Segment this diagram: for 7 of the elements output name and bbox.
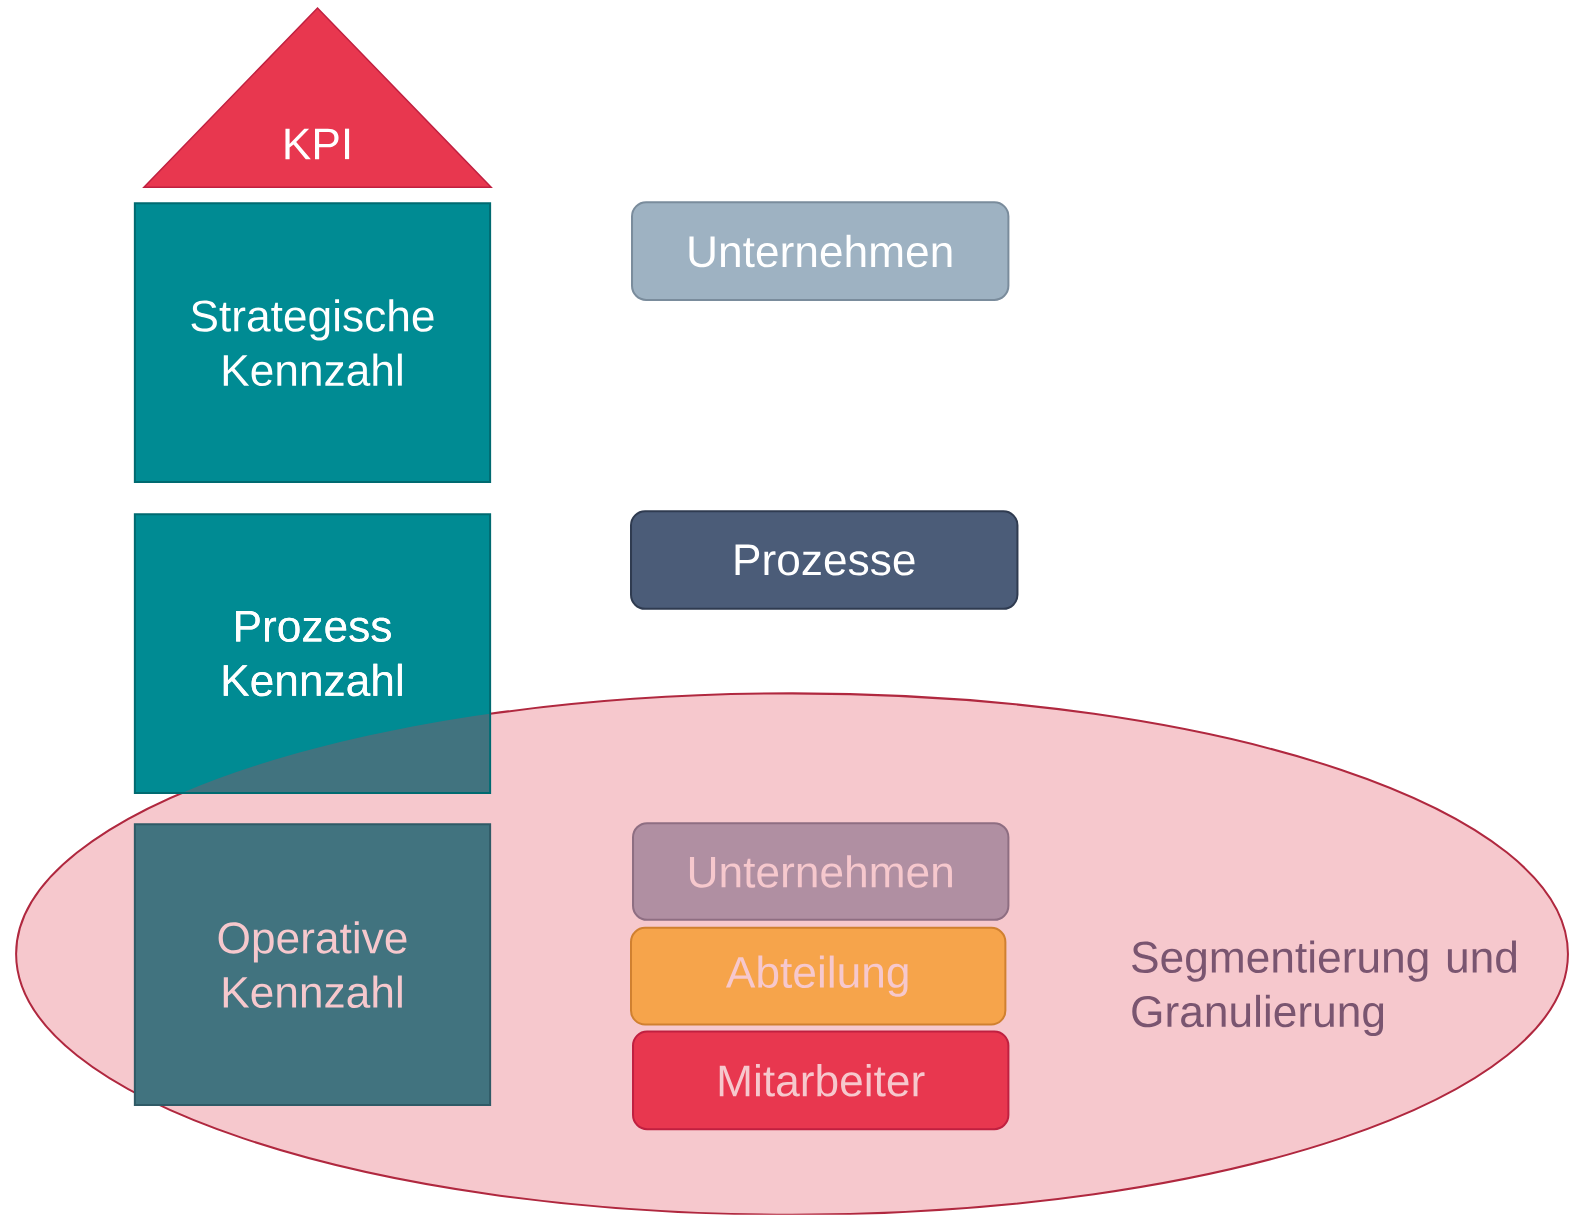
indicator-box: Strategische Kennzahl <box>133 202 492 484</box>
level-box: Mitarbeiter <box>632 1030 1010 1131</box>
level-box: Unternehmen <box>631 201 1010 302</box>
level-box: Abteilung <box>630 927 1007 1026</box>
level-box: Prozesse <box>630 510 1019 610</box>
level-box: Unternehmen <box>632 822 1010 921</box>
indicator-box: Prozess Kennzahl <box>133 513 492 795</box>
